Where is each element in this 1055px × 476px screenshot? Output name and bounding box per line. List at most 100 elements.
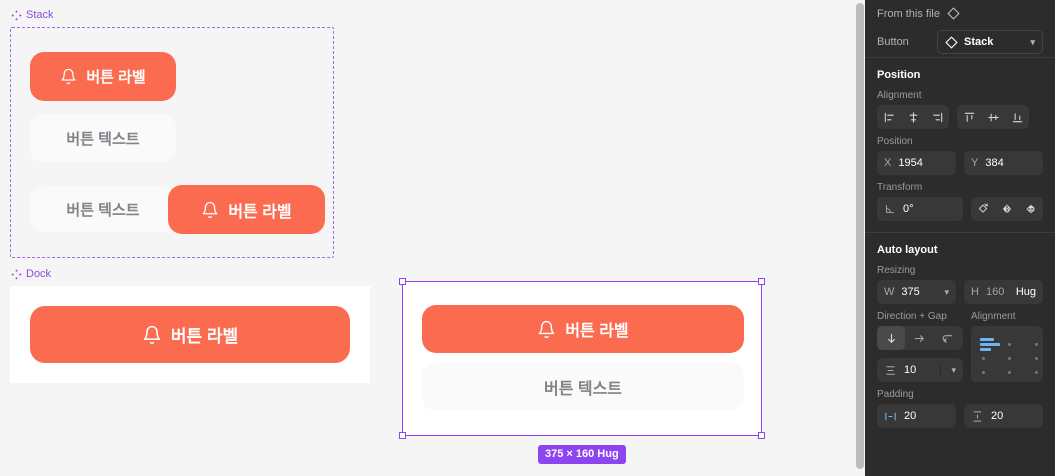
align-dot[interactable] xyxy=(982,371,985,374)
align-dot[interactable] xyxy=(1035,343,1038,346)
bell-icon xyxy=(143,325,161,344)
align-vertical-group[interactable] xyxy=(957,105,1029,129)
transform-sub-label: Transform xyxy=(877,182,923,193)
resize-handle-top-right[interactable] xyxy=(758,278,765,285)
resize-handle-bottom-right[interactable] xyxy=(758,432,765,439)
position-x-field[interactable]: X 1954 xyxy=(877,151,956,175)
node-label-text: Dock xyxy=(26,268,52,280)
align-horizontal-group[interactable] xyxy=(877,105,949,129)
stack-button-primary-1[interactable]: 버튼 라벨 xyxy=(30,52,176,101)
auto-layout-section: Auto layout Resizing W 375 ▾ H 160 Hug D… xyxy=(865,233,1055,428)
stack-button-secondary-1[interactable]: 버튼 텍스트 xyxy=(30,114,176,163)
panel-divider-2 xyxy=(865,232,1055,233)
height-field[interactable]: H 160 Hug xyxy=(964,280,1043,304)
align-dot[interactable] xyxy=(1008,343,1011,346)
rotate-icon[interactable] xyxy=(971,197,995,221)
width-key: W xyxy=(884,286,895,298)
arrow-right-icon[interactable] xyxy=(905,326,933,350)
height-mode: Hug xyxy=(1015,286,1036,298)
chevron-down-icon[interactable]: ▾ xyxy=(944,286,949,297)
wrap-icon[interactable] xyxy=(933,326,961,350)
instance-source-row[interactable]: From this file xyxy=(877,0,1043,27)
align-left-icon[interactable] xyxy=(877,105,901,129)
size-badge: 375 × 160 Hug xyxy=(538,445,626,464)
direction-gap-column: 10 ▾ xyxy=(877,326,963,382)
bell-icon xyxy=(61,68,76,85)
dock-button-primary[interactable]: 버튼 라벨 xyxy=(30,306,350,363)
bell-icon xyxy=(202,201,218,218)
padding-horizontal-icon xyxy=(885,412,896,420)
width-value: 375 xyxy=(901,286,920,298)
position-x-key: X xyxy=(884,157,892,169)
instance-property-dropdown[interactable]: Stack ▾ xyxy=(937,30,1043,54)
instance-property-value: Stack xyxy=(964,36,994,48)
align-dot[interactable] xyxy=(1035,357,1038,360)
flip-horizontal-icon[interactable] xyxy=(995,197,1019,221)
selected-frame-button-secondary[interactable]: 버튼 텍스트 xyxy=(422,363,744,411)
gap-field[interactable]: 10 ▾ xyxy=(877,358,963,382)
padding-horizontal-field[interactable]: 20 xyxy=(877,404,956,428)
stack-button-secondary-2[interactable]: 버튼 텍스트 xyxy=(30,187,176,232)
transform-controls: 0° xyxy=(877,197,1043,232)
position-section-title: Position xyxy=(877,69,921,81)
rotation-value: 0° xyxy=(903,203,914,215)
stack-button-primary-2[interactable]: 버튼 라벨 xyxy=(168,185,325,234)
button-label: 버튼 라벨 xyxy=(86,69,146,86)
direction-group[interactable] xyxy=(877,326,963,350)
align-dot[interactable] xyxy=(982,357,985,360)
selected-frame[interactable]: 버튼 라벨 버튼 텍스트 xyxy=(399,278,765,439)
button-label: 버튼 라벨 xyxy=(228,203,292,221)
flip-vertical-icon[interactable] xyxy=(1019,197,1043,221)
transform-buttons[interactable] xyxy=(971,197,1043,221)
selected-frame-button-primary[interactable]: 버튼 라벨 xyxy=(422,305,744,353)
padding-vertical-field[interactable]: 20 xyxy=(964,404,1043,428)
instance-section: From this file Button Stack ▾ xyxy=(865,0,1055,57)
padding-vertical-value: 20 xyxy=(991,410,1004,422)
position-y-value: 384 xyxy=(985,157,1004,169)
auto-layout-alignment-grid[interactable] xyxy=(971,326,1043,382)
align-right-icon[interactable] xyxy=(925,105,949,129)
node-label-dock[interactable]: Dock xyxy=(11,268,51,280)
direction-gap-sub-label: Direction + Gap xyxy=(877,311,947,322)
resizing-fields: W 375 ▾ H 160 Hug xyxy=(877,280,1043,304)
align-bottom-icon[interactable] xyxy=(1005,105,1029,129)
width-field[interactable]: W 375 ▾ xyxy=(877,280,956,304)
bell-icon xyxy=(538,320,555,338)
position-sub-label: Position xyxy=(877,136,913,147)
component-set-icon xyxy=(11,10,22,20)
height-key: H xyxy=(971,286,979,298)
panel-divider-1 xyxy=(865,57,1055,58)
resizing-sub-label: Resizing xyxy=(877,265,916,276)
scrollbar-thumb[interactable] xyxy=(856,3,864,469)
chevron-down-icon[interactable]: ▾ xyxy=(940,364,963,376)
align-dot[interactable] xyxy=(1035,371,1038,374)
gap-value: 10 xyxy=(904,364,917,376)
height-value: 160 xyxy=(985,286,1005,298)
align-top-icon[interactable] xyxy=(957,105,981,129)
component-diamond-icon xyxy=(947,7,960,20)
stack-frame[interactable]: 버튼 라벨 버튼 텍스트 버튼 텍스트 버튼 라벨 xyxy=(10,27,334,258)
alignment-controls xyxy=(877,105,1043,129)
instance-property-row[interactable]: Button Stack ▾ xyxy=(877,27,1043,57)
rotation-field[interactable]: 0° xyxy=(877,197,963,221)
design-canvas[interactable]: Stack 버튼 라벨 버튼 텍스트 버튼 텍스트 xyxy=(0,0,855,476)
resize-handle-bottom-left[interactable] xyxy=(399,432,406,439)
align-dot[interactable] xyxy=(1008,357,1011,360)
button-label: 버튼 라벨 xyxy=(565,323,629,340)
resize-handle-top-left[interactable] xyxy=(399,278,406,285)
dock-frame[interactable]: 버튼 라벨 xyxy=(10,286,370,383)
position-y-field[interactable]: Y 384 xyxy=(964,151,1043,175)
alignment-sub-label: Alignment xyxy=(877,90,922,101)
align-center-horizontal-icon[interactable] xyxy=(901,105,925,129)
position-section: Position Alignment xyxy=(865,58,1055,232)
node-label-stack[interactable]: Stack xyxy=(11,9,54,21)
properties-panel[interactable]: From this file Button Stack ▾ Position xyxy=(865,0,1055,476)
align-center-vertical-icon[interactable] xyxy=(981,105,1005,129)
button-label: 버튼 텍스트 xyxy=(543,381,623,398)
padding-vertical-icon xyxy=(973,410,982,422)
align-dot[interactable] xyxy=(1008,371,1011,374)
alignment-sub-label-2: Alignment xyxy=(971,311,1016,322)
arrow-down-icon[interactable] xyxy=(877,326,905,350)
canvas-vertical-scrollbar[interactable] xyxy=(855,0,865,476)
